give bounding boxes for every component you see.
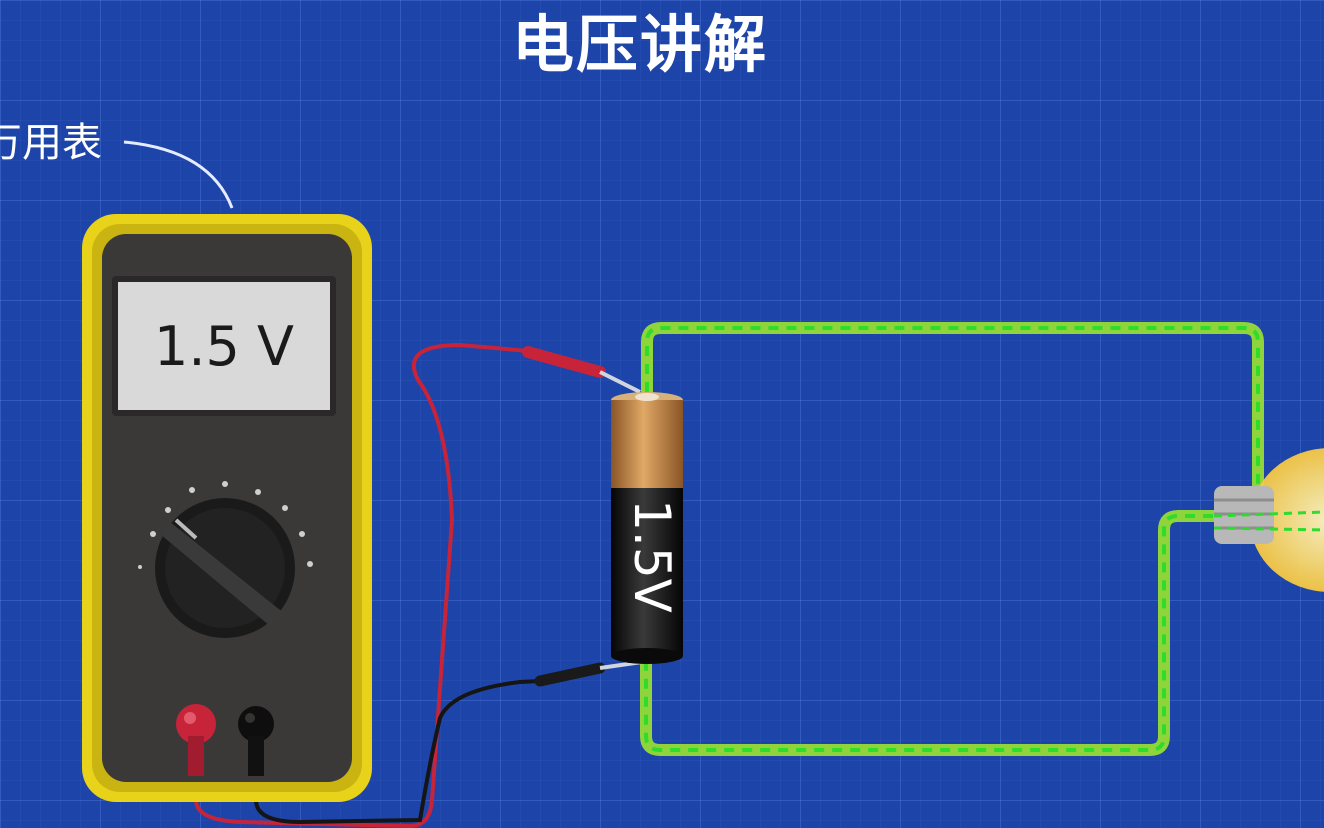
red-probe-cable (194, 342, 641, 828)
black-probe-jack-icon (238, 706, 274, 776)
dial-setting-marks (138, 481, 313, 569)
page-title: 电压讲解 (512, 8, 769, 81)
multimeter-callout-label: 万用表 (0, 120, 102, 166)
circuit-wire (640, 322, 1264, 756)
aa-battery (611, 392, 683, 664)
dial-knob-icon (155, 498, 295, 638)
red-probe-jack-icon (176, 704, 216, 776)
multimeter (82, 214, 372, 802)
current-flow-dashes (644, 326, 1260, 752)
multimeter-display (118, 282, 330, 410)
callout-leader-line (123, 140, 234, 209)
lightbulb-icon (1213, 448, 1324, 592)
multimeter-reading: 1.5 V (154, 314, 294, 378)
battery-voltage-label: 1.5V (623, 499, 681, 613)
